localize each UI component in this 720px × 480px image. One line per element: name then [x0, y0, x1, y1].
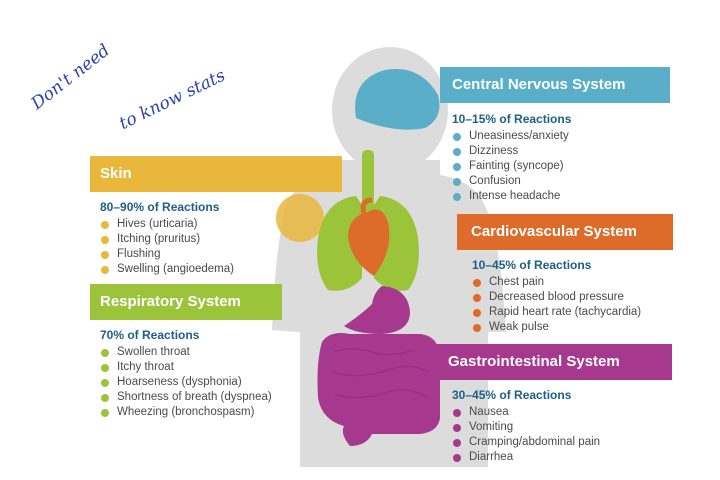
list-item: Decreased blood pressure [472, 290, 641, 305]
list-item: Uneasiness/anxiety [452, 129, 571, 144]
cardio-title: Cardiovascular System [471, 223, 637, 240]
list-item: Fainting (syncope) [452, 159, 571, 174]
list-item: Hives (urticaria) [100, 217, 234, 232]
note-line-1: Don't need [27, 40, 114, 115]
note-line-2: to know stats [116, 65, 229, 134]
skin-title: Skin [100, 165, 132, 182]
list-item: Flushing [100, 247, 234, 262]
respiratory-panel: 70% of Reactions Swollen throat Itchy th… [100, 328, 272, 420]
gi-percentage: 30–45% of Reactions [452, 388, 572, 402]
bullet-dot [473, 294, 481, 302]
list-item: Wheezing (bronchospasm) [100, 405, 272, 420]
skin-patch [276, 194, 324, 242]
heart [348, 209, 390, 276]
bullet-dot [473, 309, 481, 317]
skin-percentage: 80–90% of Reactions [100, 200, 220, 214]
cns-title: Central Nervous System [452, 76, 626, 93]
bullet-dot [453, 163, 461, 171]
list-item: Shortness of breath (dyspnea) [100, 390, 272, 405]
cns-banner: Central Nervous System [440, 67, 670, 103]
list-item: Intense headache [452, 189, 571, 204]
list-item: Rapid heart rate (tachycardia) [472, 305, 641, 320]
bullet-dot [473, 279, 481, 287]
cardio-banner: Cardiovascular System [457, 214, 673, 250]
list-item: Dizziness [452, 144, 571, 159]
cardio-panel: 10–45% of Reactions Chest pain Decreased… [472, 258, 641, 335]
gi-title: Gastrointestinal System [448, 353, 620, 370]
list-item: Hoarseness (dysphonia) [100, 375, 272, 390]
list-item: Itchy throat [100, 360, 272, 375]
bullet-dot [453, 148, 461, 156]
handwritten-note: Don't need to know stats [20, 22, 290, 134]
skin-symptom-list: Hives (urticaria) Itching (pruritus) Flu… [100, 217, 234, 277]
cns-panel: 10–15% of Reactions Uneasiness/anxiety D… [452, 112, 571, 204]
bullet-dot [453, 178, 461, 186]
cns-percentage: 10–15% of Reactions [452, 112, 572, 126]
list-item: Cramping/abdominal pain [452, 435, 600, 450]
brain [355, 69, 440, 130]
list-item: Chest pain [472, 275, 641, 290]
list-item: Diarrhea [452, 450, 600, 465]
bullet-dot [101, 364, 109, 372]
list-item: Swelling (angioedema) [100, 262, 234, 277]
bullet-dot [453, 409, 461, 417]
cardio-symptom-list: Chest pain Decreased blood pressure Rapi… [472, 275, 641, 335]
bullet-dot [101, 221, 109, 229]
gi-banner: Gastrointestinal System [434, 344, 672, 380]
bullet-dot [453, 133, 461, 141]
intestine-folds [331, 348, 429, 399]
bullet-dot [101, 409, 109, 417]
gi-symptom-list: Nausea Vomiting Cramping/abdominal pain … [452, 405, 600, 465]
bullet-dot [453, 193, 461, 201]
list-item: Swollen throat [100, 345, 272, 360]
skin-panel: 80–90% of Reactions Hives (urticaria) It… [100, 200, 234, 277]
bullet-dot [101, 394, 109, 402]
respiratory-percentage: 70% of Reactions [100, 328, 200, 342]
bullet-dot [101, 236, 109, 244]
list-item: Confusion [452, 174, 571, 189]
respiratory-symptom-list: Swollen throat Itchy throat Hoarseness (… [100, 345, 272, 420]
list-item: Nausea [452, 405, 600, 420]
list-item: Vomiting [452, 420, 600, 435]
bullet-dot [453, 439, 461, 447]
bullet-dot [101, 379, 109, 387]
respiratory-banner: Respiratory System [90, 284, 282, 320]
bullet-dot [101, 251, 109, 259]
gi-panel: 30–45% of Reactions Nausea Vomiting Cram… [452, 388, 600, 465]
intestines [317, 333, 440, 446]
respiratory-title: Respiratory System [100, 293, 241, 310]
skin-banner: Skin [90, 156, 342, 192]
list-item: Itching (pruritus) [100, 232, 234, 247]
list-item: Weak pulse [472, 320, 641, 335]
bullet-dot [453, 454, 461, 462]
stomach [344, 286, 410, 334]
bullet-dot [453, 424, 461, 432]
cns-symptom-list: Uneasiness/anxiety Dizziness Fainting (s… [452, 129, 571, 204]
left-lung [317, 196, 362, 291]
bullet-dot [473, 324, 481, 332]
bullet-dot [101, 266, 109, 274]
cardio-percentage: 10–45% of Reactions [472, 258, 592, 272]
heart-vessel [360, 197, 373, 215]
bullet-dot [101, 349, 109, 357]
